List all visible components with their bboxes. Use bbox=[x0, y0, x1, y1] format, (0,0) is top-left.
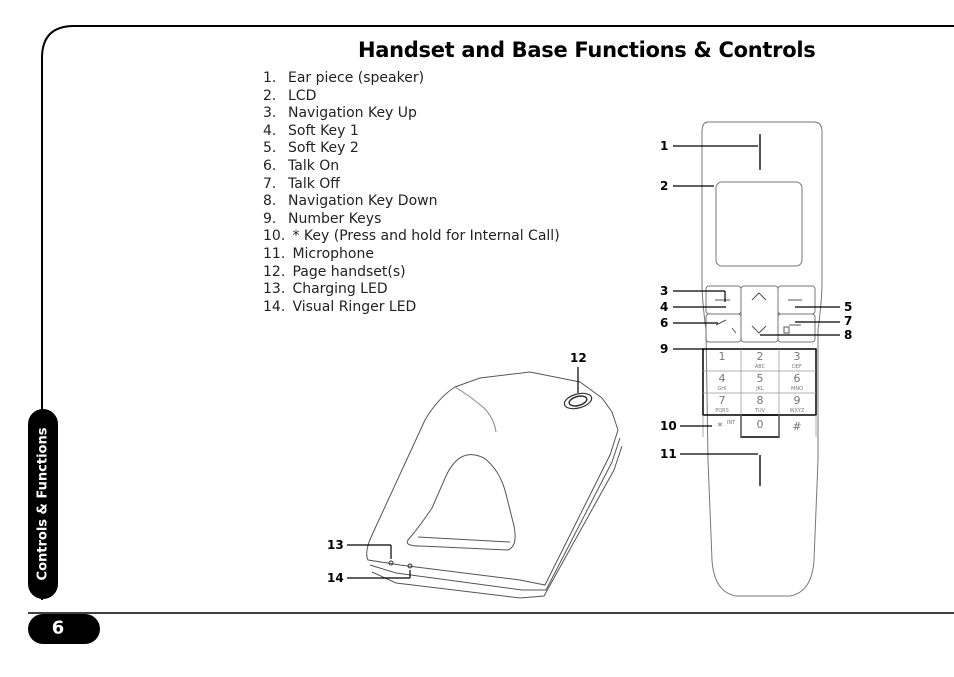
key-6: 6 bbox=[794, 372, 801, 385]
key-1: 1 bbox=[719, 350, 726, 363]
callout-10: 10 bbox=[660, 419, 677, 433]
legend-item: 11. Microphone bbox=[263, 245, 374, 262]
key-4: 4 bbox=[719, 372, 726, 385]
legend-item: 7.Talk Off bbox=[263, 175, 340, 192]
callout-2: 2 bbox=[660, 179, 669, 193]
key-star-letters: INT bbox=[727, 420, 736, 426]
legend-item: 9.Number Keys bbox=[263, 210, 382, 227]
key-9: 9 bbox=[794, 394, 801, 407]
legend-list: 1.Ear piece (speaker) 2.LCD 3.Navigation… bbox=[263, 70, 560, 316]
callout-9: 9 bbox=[660, 342, 669, 356]
key-5-letters: JKL bbox=[755, 386, 764, 392]
legend-item: 5.Soft Key 2 bbox=[263, 140, 359, 157]
legend-item: 3.Navigation Key Up bbox=[263, 105, 417, 122]
legend-item: 4.Soft Key 1 bbox=[263, 122, 359, 139]
key-9-letters: WXYZ bbox=[790, 408, 805, 414]
legend-item: 2.LCD bbox=[263, 87, 317, 104]
key-hash: # bbox=[792, 420, 801, 433]
key-4-letters: GHI bbox=[717, 386, 726, 392]
key-7-letters: PQRS bbox=[715, 408, 729, 414]
page-title: Handset and Base Functions & Controls bbox=[358, 38, 816, 62]
page-number-pill bbox=[28, 614, 100, 644]
key-2-letters: ABC bbox=[755, 364, 766, 370]
key-5: 5 bbox=[757, 372, 764, 385]
legend-item: 8.Navigation Key Down bbox=[263, 193, 438, 210]
key-8: 8 bbox=[757, 394, 764, 407]
legend-item: 14. Visual Ringer LED bbox=[263, 298, 417, 315]
callout-1: 1 bbox=[660, 139, 669, 153]
callout-8: 8 bbox=[844, 328, 853, 342]
page-number: 6 bbox=[51, 617, 65, 639]
key-3-letters: DEF bbox=[792, 364, 802, 370]
legend-item: 1.Ear piece (speaker) bbox=[263, 70, 425, 86]
callout-4: 4 bbox=[660, 300, 669, 314]
key-star: * bbox=[717, 420, 723, 433]
callout-11: 11 bbox=[660, 447, 677, 461]
key-2: 2 bbox=[757, 350, 764, 363]
callout-6: 6 bbox=[660, 316, 669, 330]
key-8-letters: TUV bbox=[754, 408, 766, 414]
legend-item: 13. Charging LED bbox=[263, 281, 388, 298]
callout-14: 14 bbox=[327, 571, 344, 585]
callout-12: 12 bbox=[570, 351, 587, 365]
key-0: 0 bbox=[757, 418, 764, 431]
legend-item: 6.Talk On bbox=[263, 157, 340, 174]
key-6-letters: MNO bbox=[791, 386, 803, 392]
legend-item: 10. * Key (Press and hold for Internal C… bbox=[263, 228, 560, 245]
section-tab bbox=[28, 409, 58, 599]
key-7: 7 bbox=[719, 394, 726, 407]
key-3: 3 bbox=[794, 350, 801, 363]
callout-7: 7 bbox=[844, 314, 853, 328]
callout-3: 3 bbox=[660, 284, 669, 298]
callout-5: 5 bbox=[844, 300, 853, 314]
legend-item: 12. Page handset(s) bbox=[263, 263, 406, 280]
callout-13: 13 bbox=[327, 538, 344, 552]
